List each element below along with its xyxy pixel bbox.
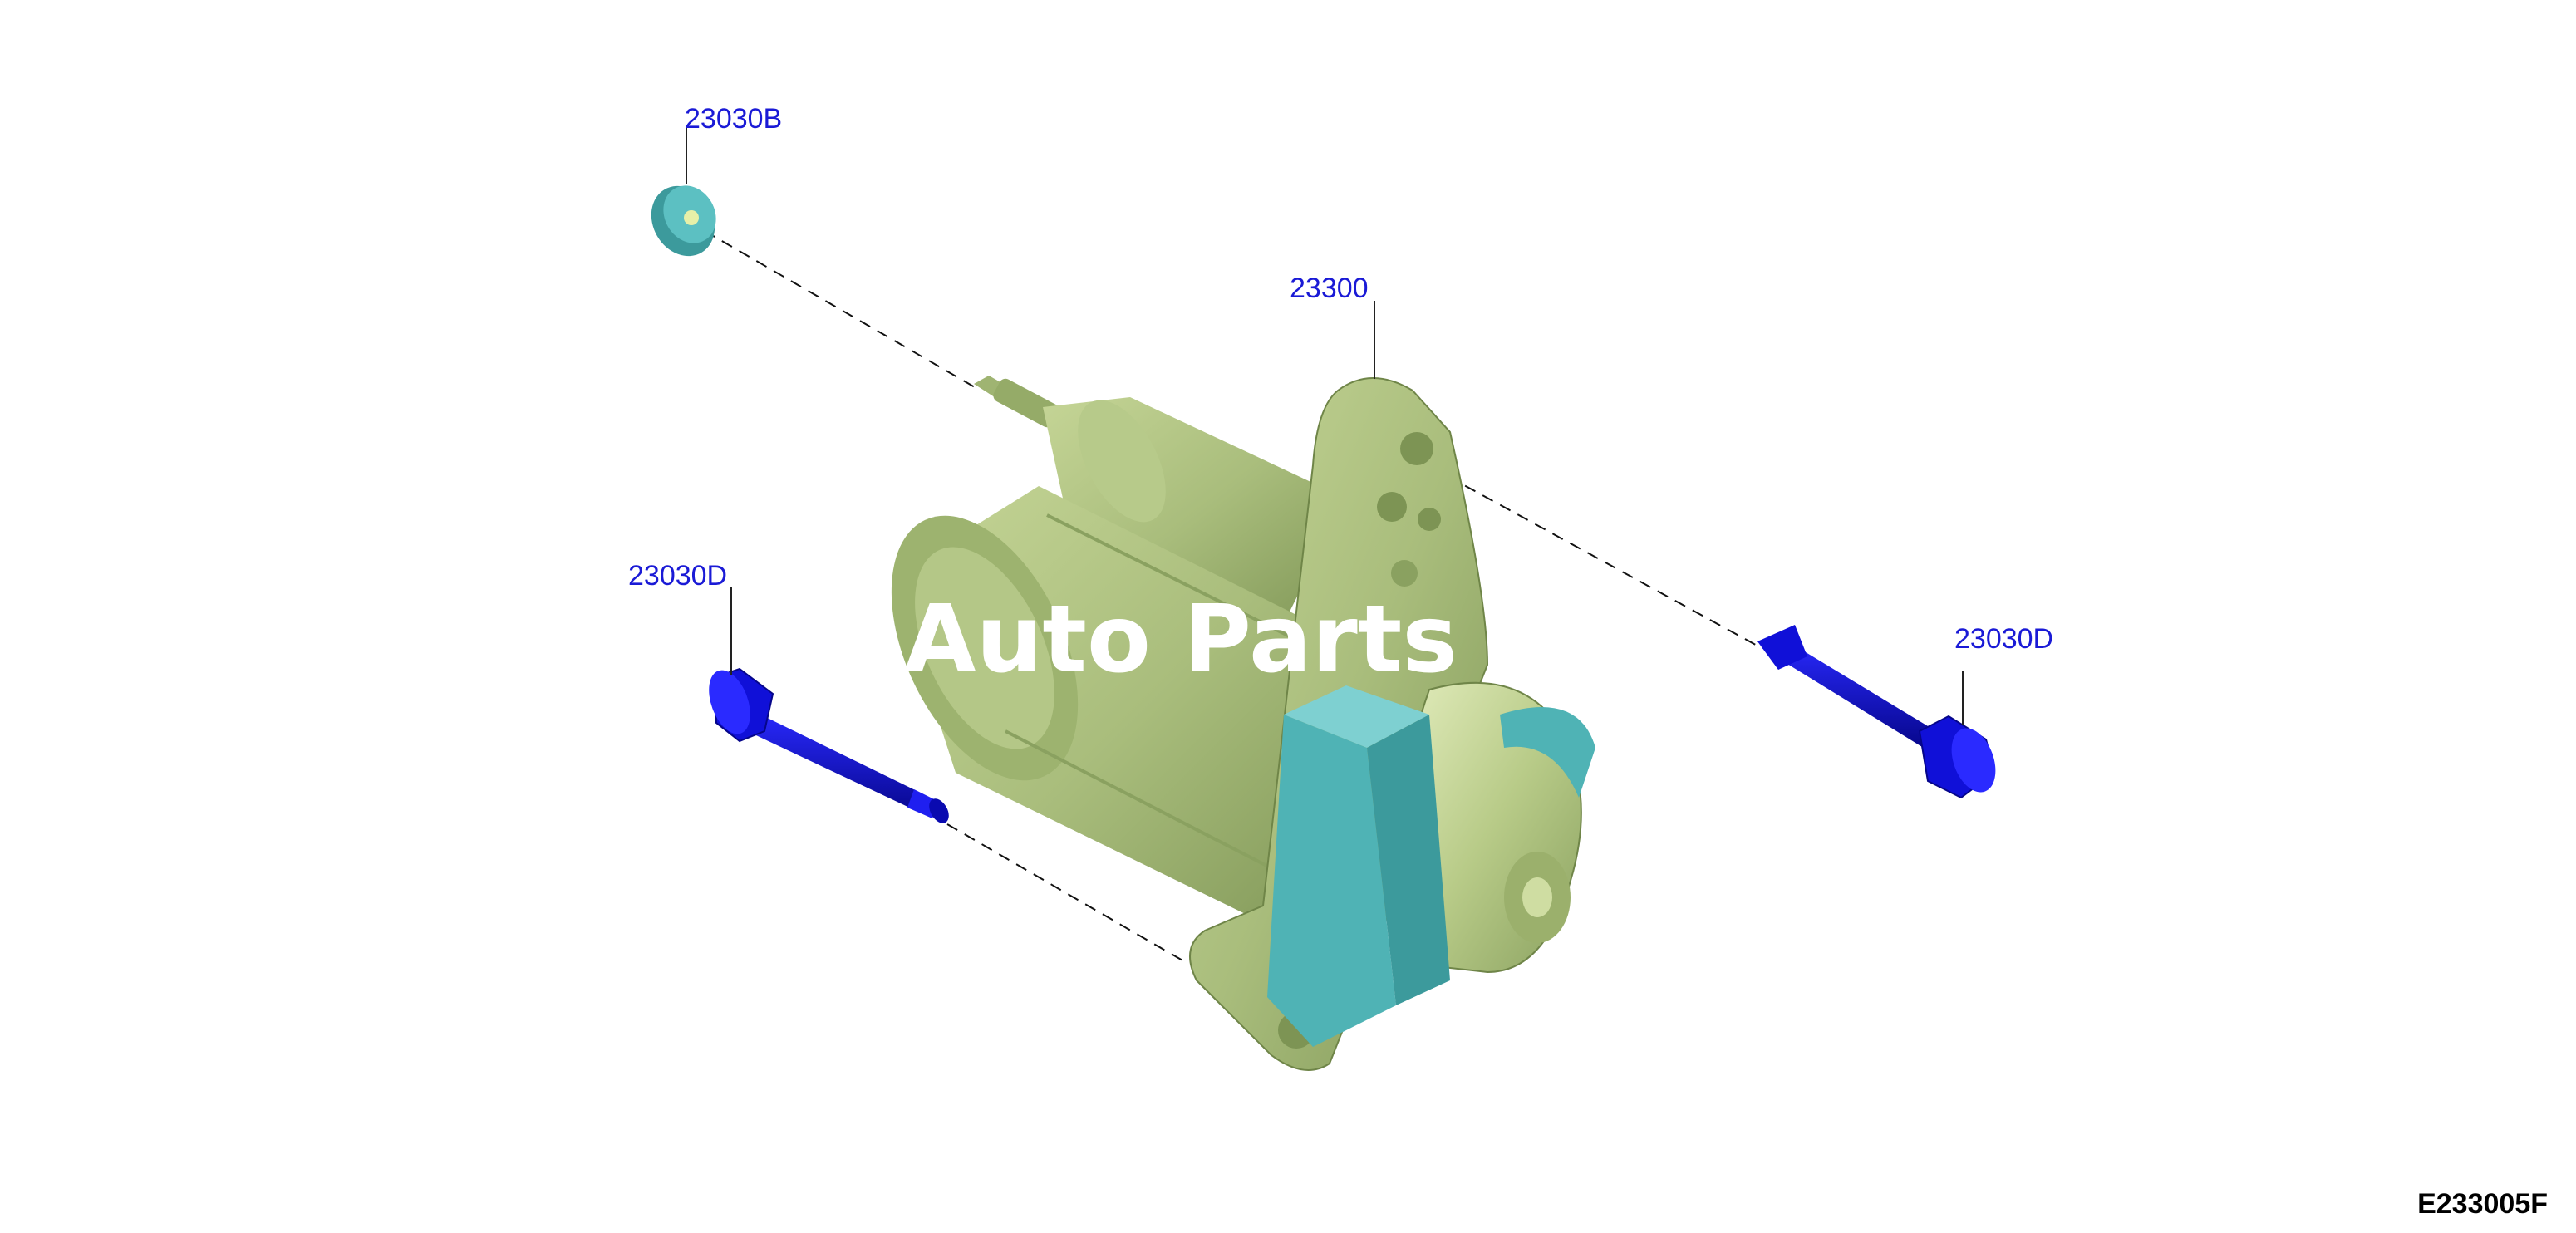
bolt-right-23030D	[1757, 625, 1996, 799]
watermark-text: Auto Parts Ca	[904, 586, 1621, 694]
starter-motor	[891, 376, 1595, 1071]
bolt-left-23030D	[709, 667, 949, 823]
callout-starter: 23300	[1290, 273, 1369, 304]
spacer-block	[1267, 685, 1450, 1047]
callout-bolt-left: 23030D	[628, 560, 727, 592]
assembly-line-left-bolt	[946, 823, 1189, 965]
washer-23030B	[651, 185, 716, 257]
callout-bolt-right: 23030D	[1954, 623, 2053, 655]
assembly-line-washer	[704, 230, 981, 391]
callout-washer: 23030B	[685, 103, 782, 135]
assembly-line-right-bolt	[1412, 456, 1762, 649]
figure-id: E233005F	[2417, 1188, 2548, 1220]
